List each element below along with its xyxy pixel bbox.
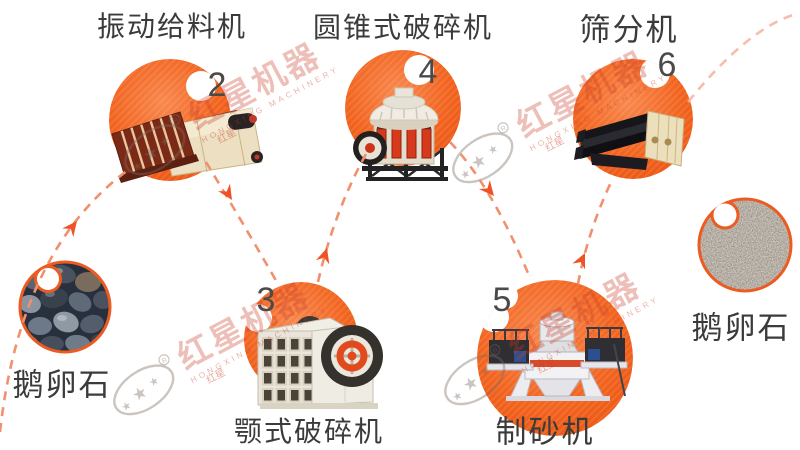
arrowhead-icon: [62, 221, 77, 238]
vibrating-screen-image: [574, 110, 685, 170]
station-screen-circle: [573, 59, 693, 179]
pebble-input-image: [18, 260, 112, 354]
flow-arc-cone-to-sand-maker: [449, 141, 532, 279]
arrowhead-icon: [572, 253, 586, 270]
flow-arc-jaw-to-cone: [316, 153, 368, 283]
station-sand-maker-circle: [477, 280, 633, 436]
arrowhead-icon: [218, 183, 232, 200]
station-feeder-circle: [109, 59, 263, 183]
flow-arc-feeder-to-jaw: [204, 161, 280, 285]
number-notch: [404, 55, 434, 85]
bite-notch: [34, 265, 62, 293]
arrowhead-icon: [478, 180, 494, 196]
bite-notch: [710, 200, 740, 230]
sand-maker-image: [486, 311, 628, 401]
arrowhead-icon: [315, 248, 330, 265]
cone-crusher-image: [353, 87, 448, 181]
sand-output-image: [697, 197, 793, 293]
flow-arc-input-to-feeder: [0, 168, 129, 433]
number-notch: [186, 71, 216, 101]
vibrating-feeder-image: [111, 107, 263, 183]
jaw-crusher-image: [256, 316, 383, 409]
station-cone-circle: [345, 50, 461, 181]
flow-arc-sand-maker-to-screen: [576, 177, 615, 285]
flow-arc-screen-to-output: [686, 12, 797, 103]
station-jaw-circle: [244, 282, 383, 409]
